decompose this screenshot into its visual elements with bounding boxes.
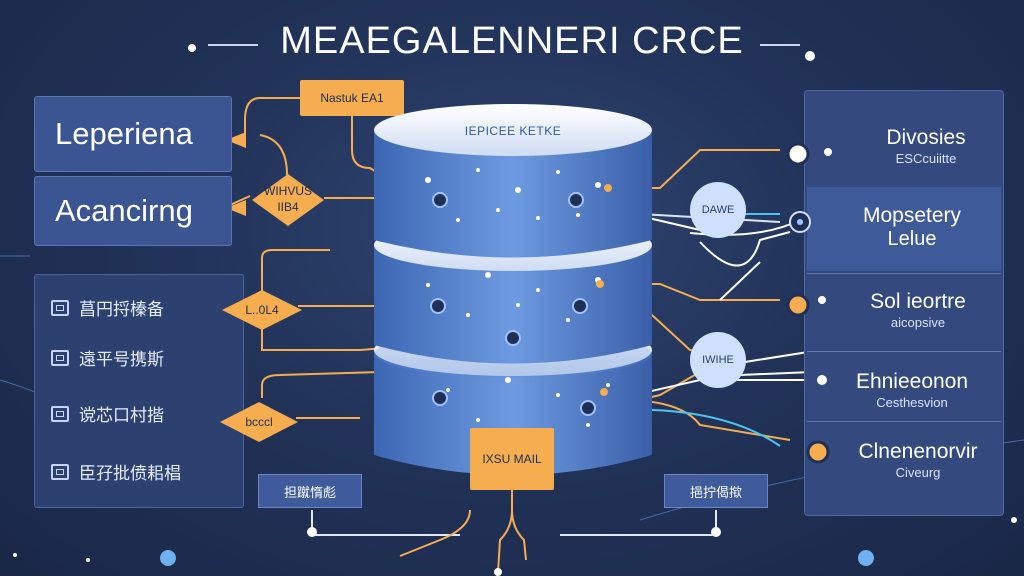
wire-d3-up bbox=[261, 370, 441, 399]
wire-w-6 bbox=[739, 371, 813, 376]
document-icon bbox=[51, 349, 69, 366]
dot bbox=[711, 527, 721, 537]
wire-bottom-center-2 bbox=[511, 509, 527, 561]
callout-top-box[interactable]: Nastuk EA1 bbox=[300, 80, 404, 116]
right-card-4-title: Ehnieeonon bbox=[855, 370, 969, 393]
right-card-highlight bbox=[807, 187, 1001, 271]
wire-w-9 bbox=[719, 261, 761, 301]
dot bbox=[858, 550, 874, 566]
right-card-2[interactable]: Mopsetery Lelue bbox=[832, 204, 992, 251]
diamond-3-text: bcccl bbox=[245, 415, 273, 429]
cylinder-bottom-box-label: IXSU MAIL bbox=[482, 452, 542, 466]
list-item[interactable]: 谠芯口村揩 bbox=[51, 401, 164, 426]
right-card-5-subtitle: Civeurg bbox=[895, 465, 941, 480]
list-item[interactable]: 遠平号携斯 bbox=[51, 345, 164, 370]
wire-d1-left bbox=[229, 195, 251, 206]
arrow-left-1 bbox=[226, 132, 246, 148]
dot bbox=[307, 527, 317, 537]
wire-topbox-down bbox=[351, 116, 421, 201]
diamond-2-text: L..0L4 bbox=[245, 303, 279, 317]
right-card-3-title: Sol ieortre bbox=[870, 290, 966, 313]
callout-top-box-label: Nastuk EA1 bbox=[320, 91, 384, 105]
wire-bottom-center bbox=[497, 490, 513, 573]
left-panel-2-label: Acancirng bbox=[55, 193, 193, 228]
dot bbox=[188, 44, 196, 52]
bubble-2[interactable]: IWIHE bbox=[690, 332, 746, 388]
dot bbox=[824, 148, 832, 156]
right-card-2-subtitle: Lelue bbox=[887, 228, 937, 250]
diamond-3-shape[interactable] bbox=[218, 400, 300, 444]
bubble-1[interactable]: DAWE bbox=[690, 182, 746, 238]
list-item-label: 遠平号携斯 bbox=[79, 350, 164, 370]
right-card-5[interactable]: Clnenenorvir Civeurg bbox=[836, 440, 1000, 480]
divider bbox=[807, 273, 1001, 274]
wire-d1-top bbox=[259, 134, 288, 176]
wire-bottom-right bbox=[560, 510, 717, 536]
right-panel bbox=[804, 90, 1004, 516]
wire-d2-up bbox=[261, 249, 330, 304]
document-icon bbox=[51, 405, 69, 422]
node-icon bbox=[786, 142, 810, 166]
diamond-2-shape[interactable] bbox=[220, 288, 304, 332]
list-item-label: 菖円捋榛备 bbox=[79, 300, 164, 320]
document-icon bbox=[51, 299, 69, 316]
right-card-3[interactable]: Sol ieortre aicopsive bbox=[836, 290, 1000, 330]
bubble-1-label: DAWE bbox=[701, 204, 735, 216]
divider bbox=[807, 351, 1001, 352]
right-card-4-subtitle: Cesthesvion bbox=[876, 395, 948, 410]
dot bbox=[818, 296, 826, 304]
list-item[interactable]: 臣孖批偾耜椙 bbox=[51, 459, 181, 484]
list-item[interactable]: 菖円捋榛备 bbox=[51, 295, 164, 320]
document-icon bbox=[51, 463, 69, 480]
right-card-1[interactable]: Divosies ESCcuiitte bbox=[846, 126, 1006, 166]
cylinder-bottom-box[interactable]: IXSU MAIL bbox=[470, 428, 554, 490]
dot bbox=[805, 51, 815, 61]
right-card-1-subtitle: ESCcuiitte bbox=[895, 151, 957, 166]
database-cylinder[interactable] bbox=[368, 100, 658, 500]
wire-topbox-left bbox=[230, 97, 300, 141]
bottom-tag-right[interactable]: 挹拧偈揿 bbox=[664, 474, 768, 508]
diamond-1-line-1: WIHVUS bbox=[264, 184, 312, 198]
left-panel-2[interactable]: Acancirng bbox=[34, 176, 232, 246]
diamond-1-text: WIHVUS IIB4 bbox=[250, 183, 326, 215]
bottom-tag-left-label: 担蹴惰彪 bbox=[283, 485, 336, 501]
node-icon bbox=[786, 293, 810, 317]
wire-w-8 bbox=[699, 231, 791, 267]
wire-w-5 bbox=[744, 351, 809, 363]
wire-bottom-left bbox=[311, 510, 460, 536]
divider bbox=[807, 421, 1001, 422]
dot bbox=[13, 553, 17, 557]
right-card-4[interactable]: Ehnieeonon Cesthesvion bbox=[832, 370, 992, 410]
dot bbox=[817, 375, 827, 385]
right-node-icons bbox=[786, 142, 832, 464]
dot bbox=[86, 558, 90, 562]
node-icon bbox=[806, 440, 830, 464]
bubble-2-label: IWIHE bbox=[702, 354, 734, 366]
bottom-tag-left[interactable]: 担蹴惰彪 bbox=[258, 474, 362, 508]
dot bbox=[160, 550, 176, 566]
arrow-left-2 bbox=[226, 200, 246, 216]
dot bbox=[494, 568, 502, 576]
right-card-3-subtitle: aicopsive bbox=[890, 315, 946, 330]
page-title: MEAEGALENNERI CRCE bbox=[280, 20, 744, 62]
right-card-2-title: Mopsetery bbox=[862, 204, 962, 227]
right-card-5-title: Clnenenorvir bbox=[858, 440, 978, 463]
wire-bottom-center-3 bbox=[399, 509, 471, 557]
diamond-1-shape[interactable] bbox=[250, 172, 326, 228]
left-list-panel: 菖円捋榛备 遠平号携斯 谠芯口村揩 臣孖批偾耜椙 bbox=[34, 274, 244, 508]
left-panel-1[interactable]: Leperiena bbox=[34, 96, 232, 172]
left-panel-1-label: Leperiena bbox=[55, 116, 193, 151]
diamond-1-line-2: IIB4 bbox=[277, 200, 299, 214]
list-item-label: 谠芯口村揩 bbox=[79, 406, 164, 426]
dot bbox=[1011, 517, 1017, 523]
list-item-label: 臣孖批偾耜椙 bbox=[79, 464, 181, 484]
bottom-tag-right-label: 挹拧偈揿 bbox=[689, 485, 742, 501]
right-card-1-title: Divosies bbox=[886, 126, 966, 149]
node-icon-core bbox=[797, 219, 803, 225]
cylinder-top-label: IEPICEE KETKE bbox=[464, 124, 562, 138]
